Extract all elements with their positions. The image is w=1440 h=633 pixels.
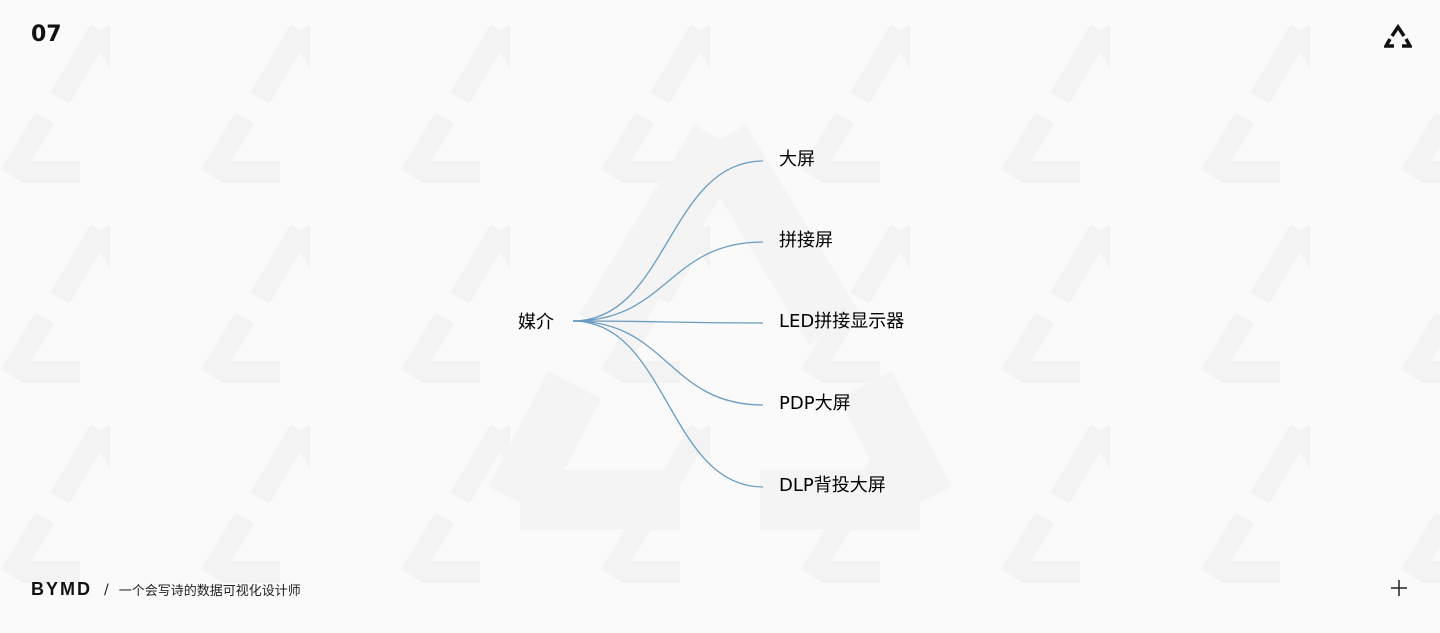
mindmap-link: [572, 320, 764, 406]
triangle-logo-icon: [1384, 24, 1412, 48]
mindmap-child-node: 拼接屏: [779, 230, 833, 251]
mindmap-child-node: DLP背投大屏: [779, 475, 886, 496]
mindmap-link: [572, 241, 764, 322]
brand-name: BYMD: [31, 579, 92, 599]
mindmap-root-node: 媒介: [518, 312, 554, 333]
mindmap-child-node: PDP大屏: [779, 393, 851, 414]
mindmap-child-node: 大屏: [779, 149, 815, 170]
mindmap-link: [572, 160, 764, 322]
mindmap-child-node: LED拼接显示器: [779, 311, 905, 332]
footer: BYMD / 一个会写诗的数据可视化设计师: [31, 579, 301, 600]
plus-icon[interactable]: [1389, 578, 1409, 598]
mindmap-link: [572, 320, 764, 488]
footer-slogan: 一个会写诗的数据可视化设计师: [118, 584, 301, 599]
page-number: 07: [31, 22, 62, 47]
mindmap-link: [572, 320, 764, 324]
footer-separator: /: [104, 581, 109, 598]
